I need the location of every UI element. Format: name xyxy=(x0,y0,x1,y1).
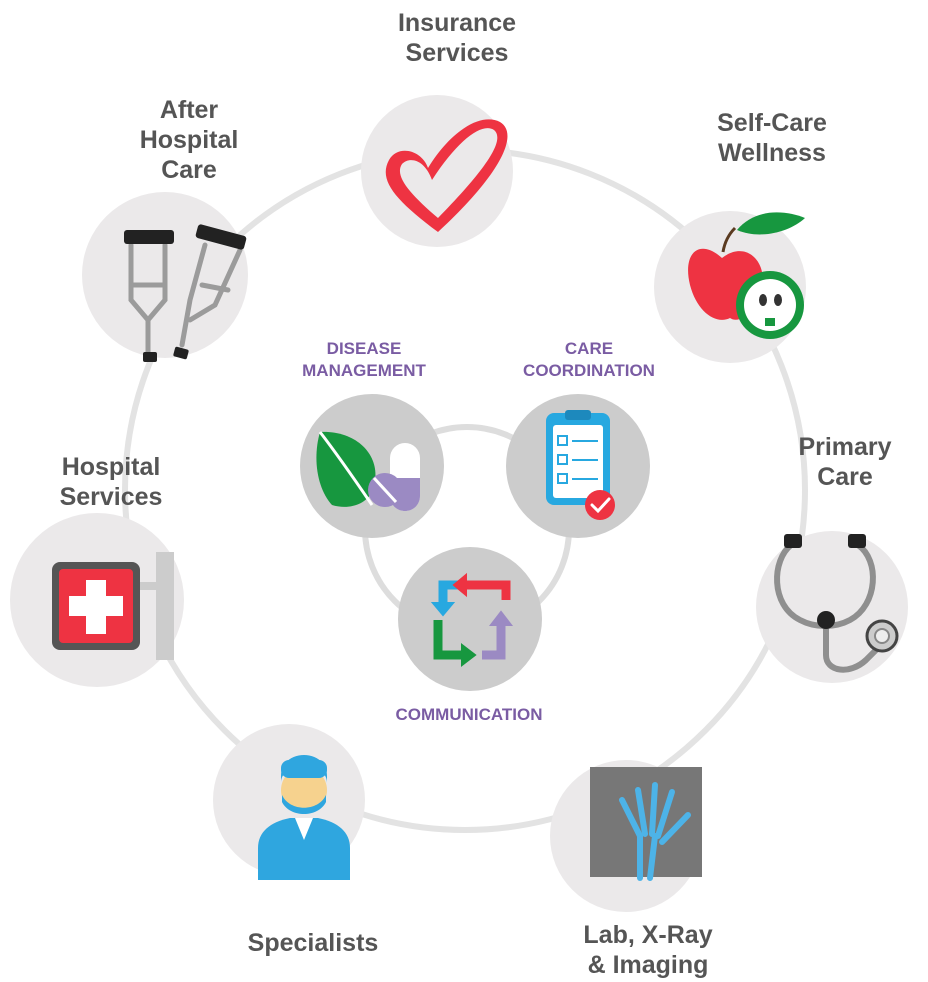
disease-label: DISEASE MANAGEMENT xyxy=(302,338,426,382)
self-care-label-line-1: Self-Care xyxy=(717,109,827,137)
specialists-label: Specialists xyxy=(248,928,379,958)
after-label-line-2: Hospital xyxy=(139,126,239,154)
xray-hand-icon xyxy=(590,767,702,881)
self-care-label: Self-Care Wellness xyxy=(717,108,827,168)
insurance-label-line-1: Insurance xyxy=(397,9,517,37)
hospital-sign-icon xyxy=(52,552,174,660)
primary-label: Primary Care xyxy=(798,432,891,492)
coordination-label-line-1: CARE xyxy=(564,339,614,358)
surgeon-icon xyxy=(258,755,350,880)
lab-label-line-1: Lab, X-Ray xyxy=(583,921,713,949)
after-label: After Hospital Care xyxy=(140,95,239,185)
primary-label-line-1: Primary xyxy=(798,433,892,461)
insurance-label: Insurance Services xyxy=(398,8,516,68)
coordination-label-line-2: COORDINATION xyxy=(523,361,655,380)
communication-circle xyxy=(398,547,542,691)
heart-icon xyxy=(385,119,508,232)
coordination-label: CARE COORDINATION xyxy=(523,338,655,382)
hospital-label-line-2: Services xyxy=(59,483,163,511)
cycle-arrows-icon xyxy=(430,572,514,668)
communication-label-line-1: COMMUNICATION xyxy=(395,705,543,724)
lab-label-line-2: & Imaging xyxy=(587,951,709,979)
insurance-label-line-2: Services xyxy=(405,39,509,67)
crutches-icon xyxy=(124,224,247,362)
apple-icon xyxy=(688,212,805,339)
stethoscope-icon xyxy=(774,534,899,673)
specialists-label-line-1: Specialists xyxy=(247,929,379,957)
disease-label-line-2: MANAGEMENT xyxy=(302,361,426,380)
leaf-pill-icon xyxy=(316,431,420,511)
hospital-label-line-1: Hospital xyxy=(61,453,161,481)
self-care-label-line-2: Wellness xyxy=(718,139,826,167)
primary-circle xyxy=(756,531,908,683)
communication-label: COMMUNICATION xyxy=(396,704,543,726)
after-label-line-1: After xyxy=(159,96,219,124)
lab-label: Lab, X-Ray & Imaging xyxy=(583,920,712,980)
primary-label-line-2: Care xyxy=(817,463,873,491)
after-label-line-3: Care xyxy=(161,156,217,184)
clipboard-checklist-icon xyxy=(546,410,615,520)
disease-label-line-1: DISEASE xyxy=(326,339,402,358)
hospital-label: Hospital Services xyxy=(60,452,163,512)
